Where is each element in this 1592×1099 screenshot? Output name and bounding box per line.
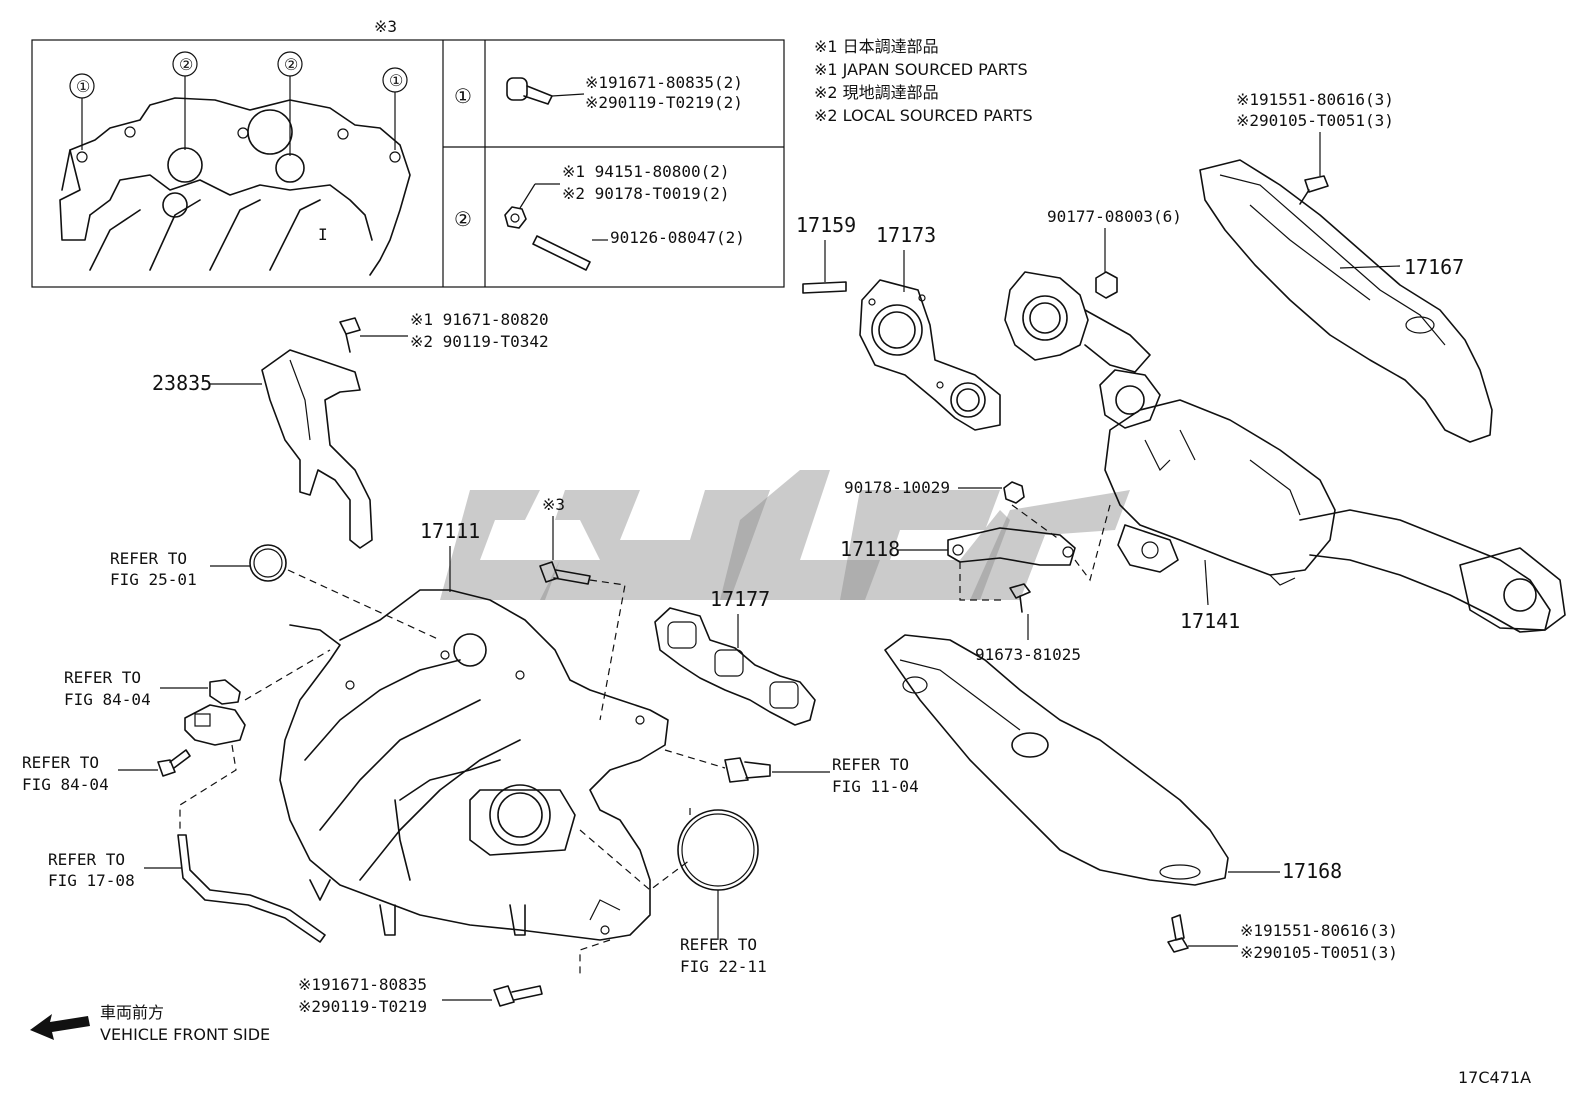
bolt-icon	[506, 77, 553, 105]
svg-text:FIG 11-04: FIG 11-04	[832, 777, 919, 796]
bracket-assembly-17118: 90178-10029 17118 91673-81025	[840, 478, 1111, 664]
svg-text:REFER TO: REFER TO	[110, 549, 187, 568]
exhaust-manifold-17141: 17141	[1004, 271, 1566, 633]
note-4: ※2 LOCAL SOURCED PARTS	[814, 106, 1033, 125]
svg-text:REFER TO: REFER TO	[680, 935, 757, 954]
label-bottom-bolt2: ※290119-T0219	[298, 997, 427, 1016]
label-90178: 90178-10029	[844, 478, 950, 497]
legend-pointer-1b: ①	[382, 67, 408, 150]
label-17168-bolt2: ※290105-T0051(3)	[1240, 943, 1398, 962]
front-label-en: VEHICLE FRONT SIDE	[100, 1025, 270, 1044]
legend-row2-circle: ②	[454, 207, 472, 231]
legend-pointer-2a: ②	[172, 51, 198, 150]
label-bottom-bolt1: ※191671-80835	[298, 975, 427, 994]
svg-text:①: ①	[389, 71, 403, 90]
svg-text:REFER TO: REFER TO	[832, 755, 909, 774]
svg-text:REFER TO: REFER TO	[48, 850, 125, 869]
bolt-x3: ※3	[539, 495, 626, 721]
gasket-17177: 17177	[654, 587, 816, 726]
note-1: ※1 日本調達部品	[814, 37, 939, 56]
svg-text:REFER TO: REFER TO	[22, 753, 99, 772]
legend-pointer-1a: ①	[69, 73, 95, 150]
notes-block: ※1 日本調達部品 ※1 JAPAN SOURCED PARTS ※2 現地調達…	[814, 37, 1033, 125]
label-17173: 17173	[876, 223, 936, 247]
refer-fig-22-11: REFER TO FIG 22-11	[677, 808, 767, 976]
svg-text:FIG 17-08: FIG 17-08	[48, 871, 135, 890]
label-17141: 17141	[1180, 609, 1240, 633]
nut-90177: 90177-08003(6)	[1047, 207, 1182, 299]
label-17159: 17159	[796, 213, 856, 237]
vehicle-front-arrow: 車両前方 VEHICLE FRONT SIDE	[30, 1003, 270, 1044]
arrow-left-icon	[30, 1014, 90, 1040]
svg-text:②: ②	[179, 55, 193, 74]
legend-row2-line1: ※1 94151-80800(2)	[562, 162, 730, 181]
bolt-bottom: ※191671-80835 ※290119-T0219	[298, 975, 543, 1016]
legend-box-note: ※3	[374, 17, 397, 36]
label-23835: 23835	[152, 371, 212, 395]
refer-fig-84-04-b: REFER TO FIG 84-04	[22, 749, 191, 794]
svg-text:①: ①	[76, 77, 90, 96]
label-91673: 91673-81025	[975, 645, 1081, 664]
label-17177: 17177	[710, 587, 770, 611]
legend-pointer-2b: ②	[277, 51, 303, 156]
label-17168: 17168	[1282, 859, 1342, 883]
refer-fig-25-01: REFER TO FIG 25-01	[110, 544, 441, 641]
note-3: ※2 現地調達部品	[814, 83, 939, 102]
label-17167: 17167	[1404, 255, 1464, 279]
bracket-23835: ※1 91671-80820 ※2 90119-T0342 23835	[152, 310, 549, 549]
label-17118: 17118	[840, 537, 900, 561]
label-17167-bolt1: ※191551-80616(3)	[1236, 90, 1394, 109]
heat-insulator-17168: 17168 ※191551-80616(3) ※290105-T0051(3)	[884, 634, 1398, 962]
svg-text:REFER TO: REFER TO	[64, 668, 141, 687]
nut-icon	[504, 206, 527, 229]
legend-row1-line1: ※191671-80835(2)	[585, 73, 743, 92]
stud-17159: 17159	[796, 213, 856, 294]
svg-text:FIG 84-04: FIG 84-04	[64, 690, 151, 709]
label-17111: 17111	[420, 519, 480, 543]
watermark-logo	[440, 470, 1130, 600]
figure-code: 17C471A	[1458, 1068, 1531, 1087]
refer-fig-17-08: REFER TO FIG 17-08	[48, 834, 326, 943]
label-23835-bolt1: ※1 91671-80820	[410, 310, 549, 329]
manifold-top-view	[59, 97, 411, 276]
label-23835-bolt2: ※2 90119-T0342	[410, 332, 549, 351]
svg-text:FIG 25-01: FIG 25-01	[110, 570, 197, 589]
svg-text:FIG 84-04: FIG 84-04	[22, 775, 109, 794]
legend-box: ※3 ① ② ※191671-80835(2) ※290119-T0219(2)…	[31, 17, 785, 288]
legend-row2-line3: 90126-08047(2)	[610, 228, 745, 247]
label-90177: 90177-08003(6)	[1047, 207, 1182, 226]
legend-row1-circle: ①	[454, 84, 472, 108]
gasket-17173: 17173	[859, 223, 1001, 431]
legend-row1-line2: ※290119-T0219(2)	[585, 93, 743, 112]
front-label-jp: 車両前方	[100, 1003, 164, 1022]
legend-marker: I	[318, 225, 328, 244]
label-17167-bolt2: ※290105-T0051(3)	[1236, 111, 1394, 130]
label-17168-bolt1: ※191551-80616(3)	[1240, 921, 1398, 940]
note-2: ※1 JAPAN SOURCED PARTS	[814, 60, 1028, 79]
heat-insulator-17167: ※191551-80616(3) ※290105-T0051(3) 17167	[1199, 90, 1493, 443]
label-x3: ※3	[542, 495, 565, 514]
stud-icon	[532, 235, 591, 271]
refer-fig-11-04: REFER TO FIG 11-04	[664, 749, 919, 796]
refer-fig-84-04-a: REFER TO FIG 84-04	[64, 649, 331, 830]
svg-text:②: ②	[284, 55, 298, 74]
intake-manifold-17111: 17111	[279, 519, 691, 975]
legend-row2-line2: ※2 90178-T0019(2)	[562, 184, 730, 203]
svg-text:FIG 22-11: FIG 22-11	[680, 957, 767, 976]
